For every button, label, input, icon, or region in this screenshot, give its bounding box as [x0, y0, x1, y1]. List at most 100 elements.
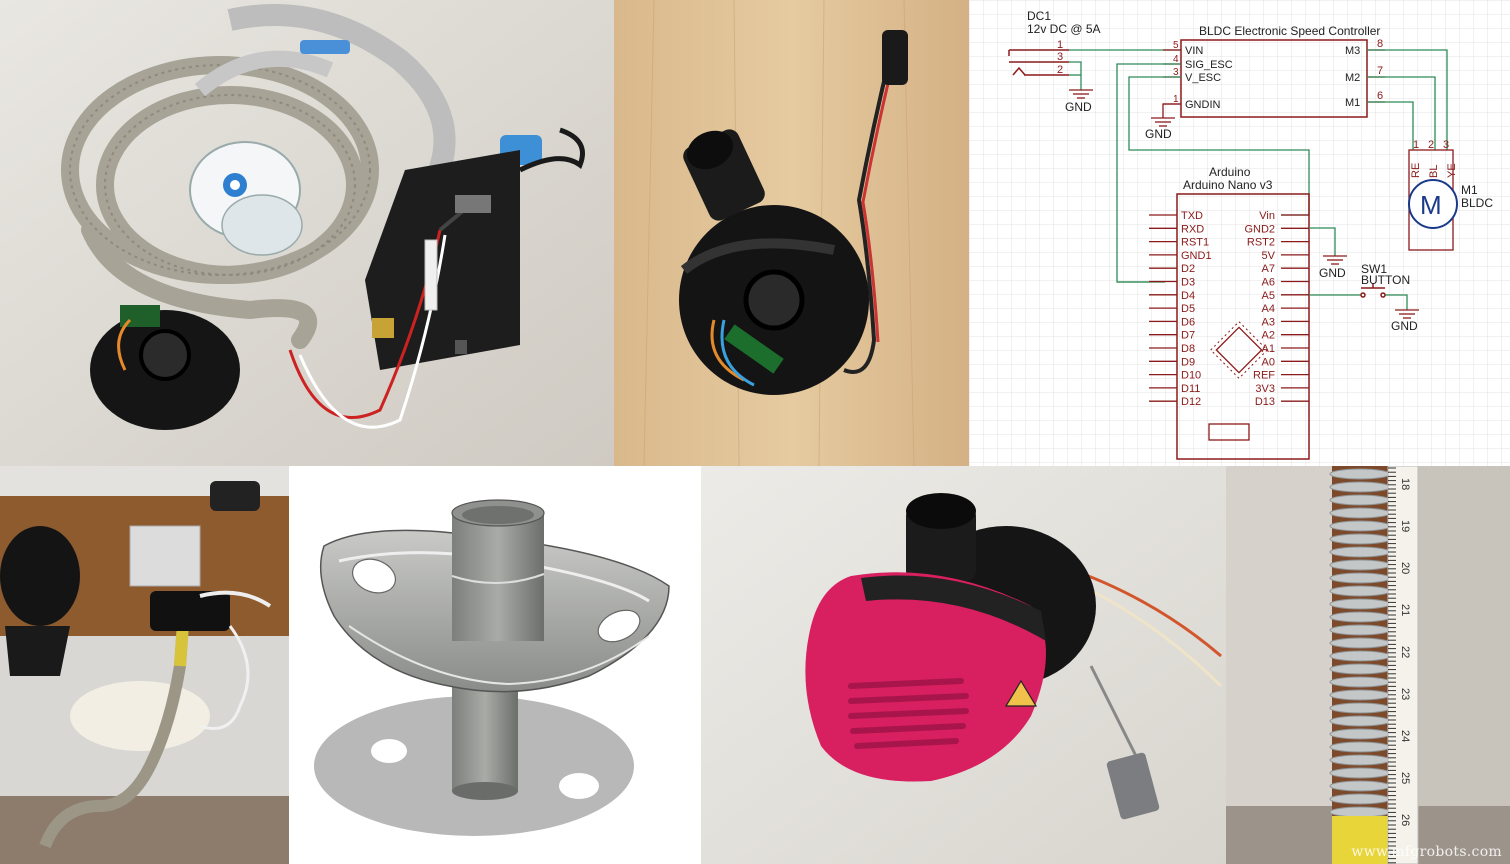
esc-pin-number: 3: [1173, 67, 1179, 78]
respirator-cartridge-photo: [701, 466, 1226, 864]
motor-wire-bl: BL: [1428, 165, 1440, 178]
arduino-right-pin: A3: [1262, 316, 1275, 328]
hose-ring: [1329, 741, 1391, 753]
arduino-right-pin: A1: [1262, 343, 1275, 355]
hose-ring: [1329, 780, 1391, 792]
hose-ring: [1329, 650, 1391, 662]
hose-ring: [1329, 572, 1391, 584]
arduino-right-pin: D13: [1255, 396, 1275, 408]
esc-pin-name: M3: [1345, 45, 1360, 57]
esc-pin-number: 6: [1377, 90, 1383, 102]
ruler-number: 20: [1399, 562, 1411, 574]
hose-ring: [1329, 637, 1391, 649]
arduino-left-pin: D3: [1181, 277, 1195, 289]
hose-ring: [1329, 676, 1391, 688]
esc-pin-number: 8: [1377, 38, 1383, 50]
arduino-left-pin: TXD: [1181, 210, 1203, 222]
motor-ref: M1: [1461, 183, 1478, 197]
esc-pin-number: 4: [1173, 54, 1179, 65]
arduino-title: Arduino: [1209, 165, 1251, 179]
esc-pin-name: M2: [1345, 72, 1360, 84]
ruler-number: 18: [1399, 478, 1411, 490]
arduino-left-pin: D7: [1181, 330, 1195, 342]
ruler-number: 21: [1399, 604, 1411, 616]
hose-ring: [1329, 520, 1391, 532]
hose-ring: [1329, 715, 1391, 727]
hose-ring: [1329, 624, 1391, 636]
arduino-right-pin: A5: [1262, 290, 1275, 302]
esc-pin-name: GNDIN: [1185, 99, 1221, 111]
switch-type: BUTTON: [1361, 273, 1410, 287]
hose-ring: [1329, 533, 1391, 545]
esc-pin-name: VIN: [1185, 45, 1203, 57]
arduino-right-pin: A2: [1262, 330, 1275, 342]
esc-pin-name: M1: [1345, 97, 1360, 109]
hose-ruler-photo: 18 19 20 21 22 23 24 25 26 www.mfgrobots.com: [1226, 466, 1510, 864]
dc-pin-1: 1: [1057, 39, 1063, 51]
hose-ring: [1329, 728, 1391, 740]
hose-ring: [1329, 468, 1391, 480]
arduino-right-pin: A7: [1262, 263, 1275, 275]
dc-ref-label: DC1: [1027, 9, 1051, 23]
arduino-left-pin: RXD: [1181, 223, 1204, 235]
arduino-left-pin: D11: [1181, 383, 1200, 395]
arduino-right-pin: 3V3: [1255, 383, 1275, 395]
arduino-left-pin: D12: [1181, 396, 1201, 408]
ruler-number: 19: [1399, 520, 1411, 532]
arduino-left-pin: D10: [1181, 370, 1201, 382]
arduino-left-pin: D6: [1181, 316, 1195, 328]
esc-pin-number: 7: [1377, 65, 1383, 77]
hose-ring: [1329, 754, 1391, 766]
arduino-left-pin: RST1: [1181, 237, 1209, 249]
dc-gnd-label: GND: [1065, 100, 1092, 114]
arduino-right-pin: GND2: [1244, 223, 1275, 235]
arduino-right-pin: RST2: [1247, 237, 1275, 249]
motor-type: BLDC: [1461, 196, 1493, 210]
hose-ring: [1329, 507, 1391, 519]
arduino-right-pin: 5V: [1262, 250, 1276, 262]
motor-wire-re: RE: [1410, 163, 1422, 178]
ruler-number: 25: [1399, 772, 1411, 784]
esc-title: BLDC Electronic Speed Controller: [1199, 24, 1380, 38]
mouthpiece-cad-render: [289, 466, 701, 864]
esc-gnd-label: GND: [1145, 127, 1172, 141]
dc-pin-2: 2: [1057, 64, 1063, 76]
arduino-left-pin: D5: [1181, 303, 1195, 315]
hose-ring: [1329, 598, 1391, 610]
switch-gnd-label: GND: [1391, 319, 1418, 333]
hose-ring: [1329, 663, 1391, 675]
hose-ring: [1329, 481, 1391, 493]
hose-ring: [1329, 494, 1391, 506]
arduino-right-pin: A0: [1262, 356, 1275, 368]
wiring-schematic: DC1 12v DC @ 5A 1 3 2 GND BLDC Electroni…: [969, 0, 1510, 466]
cpap-kit-photo: [0, 0, 614, 466]
arduino-left-pin: D2: [1181, 263, 1195, 275]
esc-pin-name: SIG_ESC: [1185, 59, 1233, 71]
arduino-right-pin: Vin: [1259, 210, 1275, 222]
arduino-right-pin: A6: [1262, 277, 1275, 289]
arduino-right-pin: REF: [1253, 370, 1275, 382]
ruler-number: 24: [1399, 730, 1411, 742]
ruler-number: 26: [1399, 814, 1411, 826]
arduino-left-pin: D9: [1181, 356, 1195, 368]
hose-ring: [1329, 702, 1391, 714]
dc-pin-3: 3: [1057, 51, 1063, 63]
hose-ring: [1329, 585, 1391, 597]
motor-pin-3: 3: [1443, 139, 1449, 151]
hose-ring: [1329, 767, 1391, 779]
esc-pin-number: 1: [1173, 94, 1179, 105]
esc-pin-number: 5: [1173, 40, 1179, 51]
esc-pin-name: V_ESC: [1185, 72, 1221, 84]
dc-spec-label: 12v DC @ 5A: [1027, 22, 1101, 36]
arduino-left-pin: D8: [1181, 343, 1195, 355]
hose-ring: [1329, 806, 1391, 818]
hose-ring: [1329, 611, 1391, 623]
motor-pin-2: 2: [1428, 139, 1434, 151]
motor-wire-ye: YE: [1446, 163, 1458, 178]
watermark: www.mfgrobots.com: [1351, 844, 1502, 860]
arduino-right-pin: A4: [1262, 303, 1275, 315]
ruler-number: 22: [1399, 646, 1411, 658]
ruler-number: 23: [1399, 688, 1411, 700]
hose-ring: [1329, 559, 1391, 571]
motor-symbol: M: [1420, 190, 1442, 220]
